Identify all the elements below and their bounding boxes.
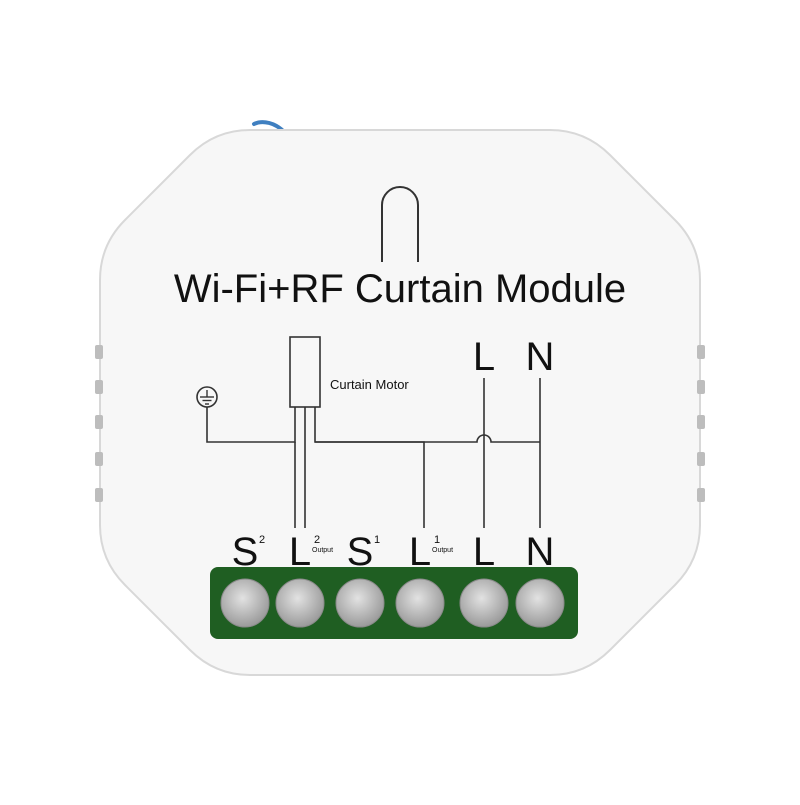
terminal-label-1: S	[232, 530, 259, 574]
terminal-label-5: L	[473, 530, 495, 574]
terminal-screw-2[interactable]	[275, 578, 325, 628]
terminal-superscript-2: 2	[314, 534, 320, 546]
terminal-superscript-3: 1	[374, 534, 380, 546]
mounting-tab	[381, 186, 419, 262]
terminal-screw-3[interactable]	[335, 578, 385, 628]
terminal-screw-5[interactable]	[459, 578, 509, 628]
ground-icon	[196, 386, 218, 408]
vent-slots-left	[95, 345, 103, 502]
terminal-superscript-4: 1	[434, 534, 440, 546]
terminal-label-3: S	[347, 530, 374, 574]
terminal-screw-4[interactable]	[395, 578, 445, 628]
module-title: Wi-Fi+RF Curtain Module	[174, 267, 626, 311]
top-label-1: L	[473, 335, 495, 379]
vent-slots-right	[697, 345, 705, 502]
terminal-superscript-1: 2	[259, 534, 265, 546]
terminal-subscript-4: Output	[432, 547, 453, 554]
module-housing	[99, 129, 701, 676]
terminal-label-4: L	[409, 530, 431, 574]
top-label-2: N	[526, 335, 555, 379]
terminal-label-2: L	[289, 530, 311, 574]
terminal-subscript-2: Output	[312, 547, 333, 554]
terminal-screw-1[interactable]	[220, 578, 270, 628]
terminal-label-6: N	[526, 530, 555, 574]
wiring-diagram	[206, 378, 541, 528]
curtain-motor-label: Curtain Motor	[330, 377, 409, 392]
terminal-screw-6[interactable]	[515, 578, 565, 628]
